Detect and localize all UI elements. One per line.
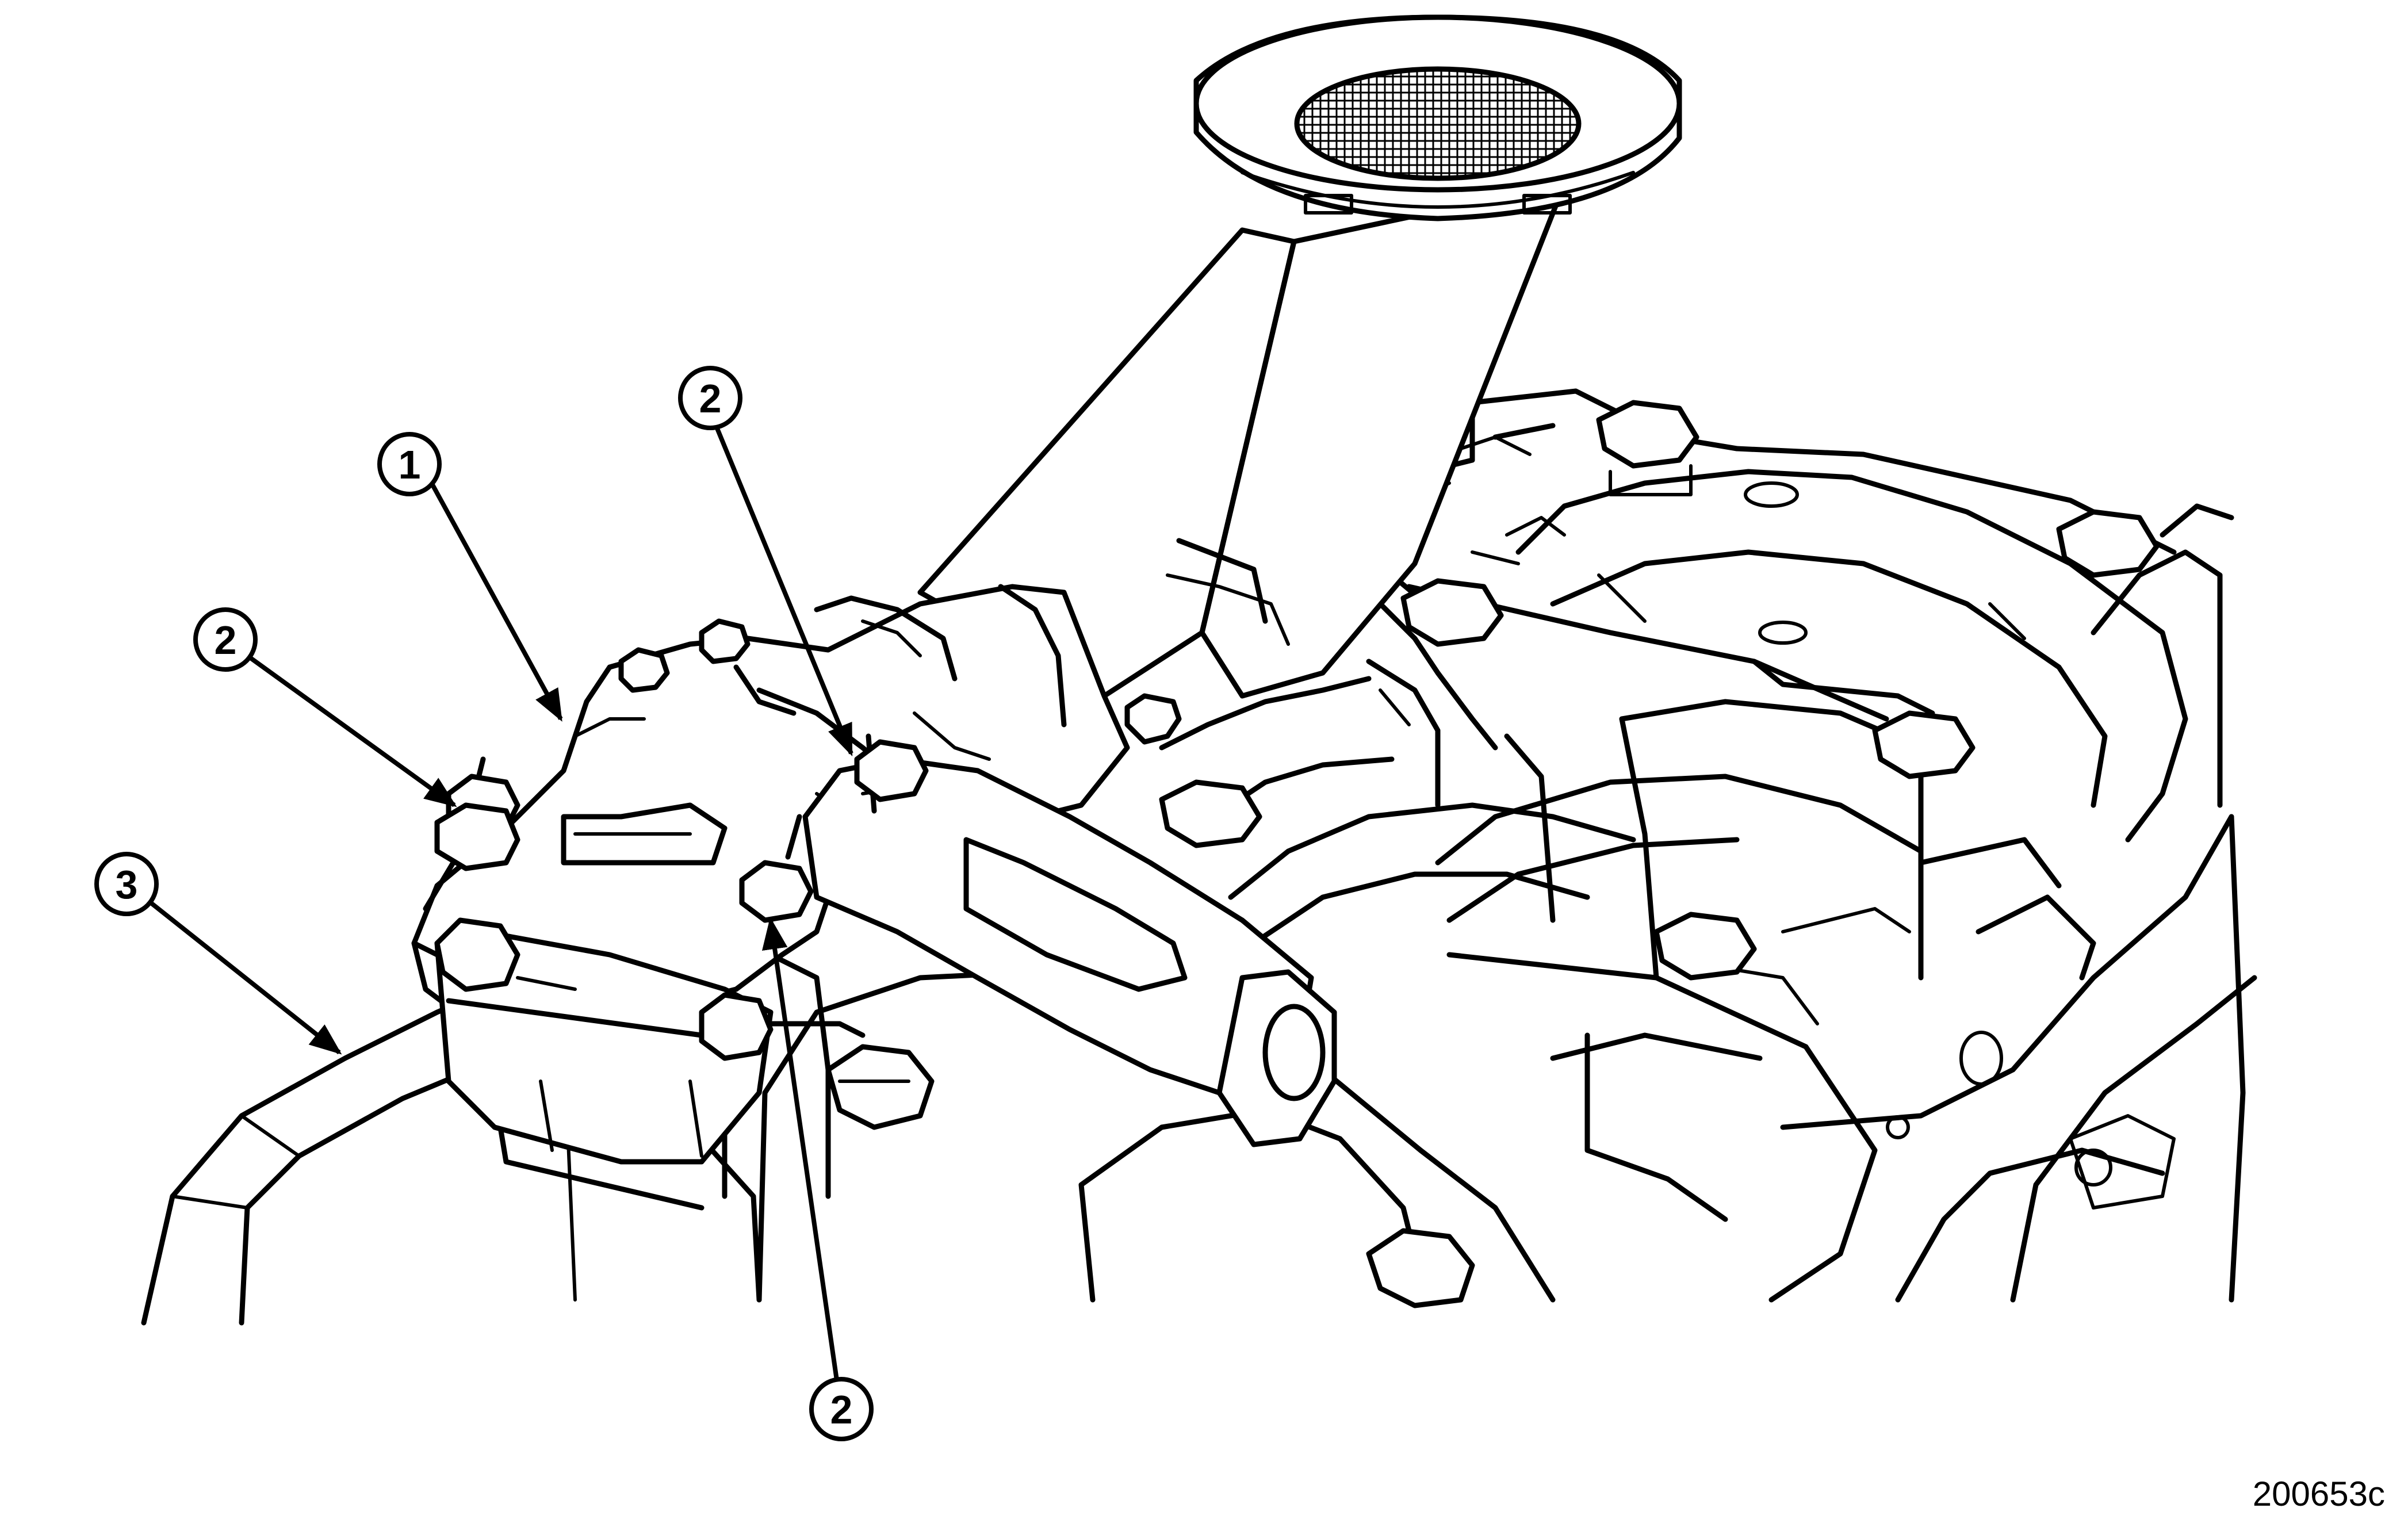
- pump-bolts: [434, 618, 1182, 1061]
- callout-1-label: 1: [399, 442, 421, 487]
- main-bearing-caps: [1366, 584, 2096, 1222]
- main-cap-bolt-5: [1653, 912, 1757, 981]
- oil-pickup-tube: [917, 181, 1567, 699]
- crankshaft-counterweight: [1435, 469, 2234, 923]
- leader-2-top: [714, 424, 853, 757]
- callout-leaders: [142, 424, 853, 1381]
- callout-2-bottom: 2: [809, 1377, 874, 1441]
- leader-3: [142, 895, 342, 1055]
- oil-pump-body: [411, 584, 1130, 1004]
- callout-1: 1: [377, 432, 442, 496]
- bolt-lower-center: [825, 1044, 935, 1130]
- callout-2-top: 2: [678, 366, 742, 430]
- figure-id: 200653c: [2252, 1475, 2385, 1513]
- pump-bolt-lower-left: [434, 917, 520, 992]
- main-cap-bolt-3: [1400, 578, 1504, 647]
- main-cap-bolt-1: [1596, 400, 1699, 496]
- pump-stud-small-2: [699, 618, 751, 664]
- pressure-relief-housing: [785, 733, 1337, 1147]
- callout-2-left: 2: [193, 607, 258, 672]
- main-cap-bolt-2: [2056, 509, 2160, 578]
- leader-2-left: [246, 653, 457, 807]
- callout-3: 3: [94, 852, 159, 916]
- pump-stud-small-1: [618, 647, 670, 693]
- pump-bolt-top: [1124, 693, 1182, 745]
- pump-bolt-center: [739, 860, 814, 923]
- oil-pickup-screen: [1193, 14, 1682, 221]
- callout-2-top-label: 2: [699, 376, 722, 421]
- pump-bolt-upper-left: [434, 774, 520, 871]
- leader-1: [426, 476, 563, 722]
- bolt-lower-right: [1366, 1228, 1475, 1308]
- pump-bolt-lower-right: [699, 992, 774, 1061]
- callout-2-bottom-label: 2: [830, 1387, 853, 1432]
- callout-3-label: 3: [116, 862, 138, 907]
- lower-bolts: [825, 1044, 1475, 1308]
- leader-2-bottom: [761, 917, 839, 1381]
- pump-bolt-upper: [854, 739, 929, 802]
- upper-block: [1377, 388, 2177, 607]
- main-cap-bolt-6: [1159, 779, 1262, 848]
- callout-2-left-label: 2: [215, 618, 237, 663]
- main-cap-bolts: [1159, 400, 2160, 981]
- main-cap-bolt-4: [1872, 710, 1976, 779]
